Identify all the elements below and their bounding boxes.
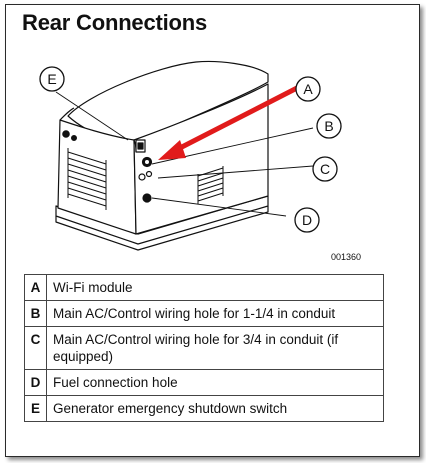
legend-description: Main AC/Control wiring hole for 1-1/4 in…: [46, 300, 384, 327]
generator-illustration: A B C D E: [18, 48, 388, 268]
legend-description: Fuel connection hole: [46, 369, 384, 396]
callout-e-label: E: [47, 71, 56, 87]
callout-b: [316, 113, 342, 139]
table-row: D Fuel connection hole: [24, 369, 384, 396]
table-row: C Main AC/Control wiring hole for 3/4 in…: [24, 326, 384, 370]
legend-key: B: [24, 300, 47, 327]
legend-description: Main AC/Control wiring hole for 3/4 in c…: [46, 326, 384, 370]
callout-a-label: A: [303, 81, 313, 97]
callout-c-label: C: [320, 161, 330, 177]
wifi-module-arrow: [158, 85, 300, 160]
legend-table: A Wi-Fi module B Main AC/Control wiring …: [24, 274, 384, 422]
table-row: B Main AC/Control wiring hole for 1-1/4 …: [24, 300, 384, 327]
callout-c: [312, 156, 338, 182]
table-row: A Wi-Fi module: [24, 274, 384, 301]
callout-b-label: B: [324, 118, 333, 134]
callout-e: [39, 66, 65, 92]
legend-key: A: [24, 274, 47, 301]
callout-d-label: D: [302, 212, 312, 228]
section-heading: Rear Connections: [22, 10, 208, 35]
legend-key: C: [24, 326, 47, 370]
legend-description: Generator emergency shutdown switch: [46, 395, 384, 422]
legend-description: Wi-Fi module: [46, 274, 384, 301]
generator-drawing: A B C D E: [39, 60, 342, 251]
legend-key: E: [24, 395, 47, 422]
callout-d: [294, 207, 320, 233]
callout-a: [295, 76, 321, 102]
legend-key: D: [24, 369, 47, 396]
figure-code: 001360: [331, 252, 362, 262]
table-row: E Generator emergency shutdown switch: [24, 395, 384, 422]
